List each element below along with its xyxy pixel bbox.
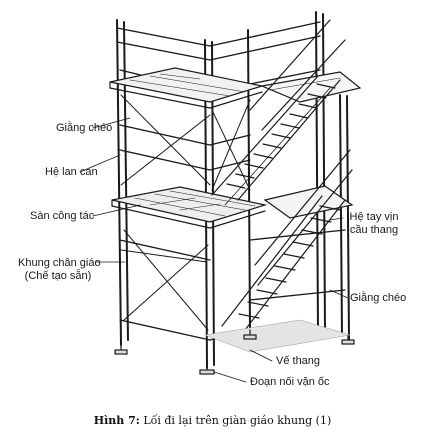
label-san-cong-tac: Sàn công tác [30,210,95,222]
label-he-tay-vin: Hệ tay vịn cầu thang [344,211,404,237]
caption-prefix: Hình 7: [93,414,140,427]
leader-lines [79,117,349,383]
caption-text: Lối đi lại trên giàn giáo khung (1) [143,414,332,427]
cross-bracing-lower [120,229,209,331]
upper-platform [109,67,263,109]
label-khung-chan-giao: Khung chân giáo (Chế tạo sẵn) [18,257,101,283]
lower-stair-handrail [254,149,353,286]
label-giang-cheo-right: Giằng chéo [350,292,407,304]
label-khung-chan-giao-line1: Khung chân giáo [18,257,101,269]
label-giang-cheo-left: Giằng chéo [56,122,113,134]
label-he-tay-vin-line1: Hệ tay vịn [349,211,399,223]
label-doan-noi-van-oc: Đoạn nối vặn ốc [250,376,330,388]
middle-platform [111,186,268,229]
ground-shading [204,319,351,353]
mid-guardrail [119,124,251,171]
upper-stair-flight [211,75,341,206]
middle-landing [263,185,354,219]
lower-stair-flight [221,195,346,331]
figure-caption: Hình 7: Lối đi lại trên giàn giáo khung … [0,414,425,427]
cross-bracing-upper [120,94,251,191]
base-jacks [114,329,355,375]
label-vo-thang: Vế thang [276,355,321,367]
label-khung-chan-giao-line2: (Chế tạo sẵn) [24,270,92,282]
label-he-tay-vin-line2: cầu thang [349,224,399,236]
upper-stair-handrail [249,19,346,131]
label-he-lan-can: Hệ lan can [45,166,98,178]
lower-ledgers [119,229,346,341]
